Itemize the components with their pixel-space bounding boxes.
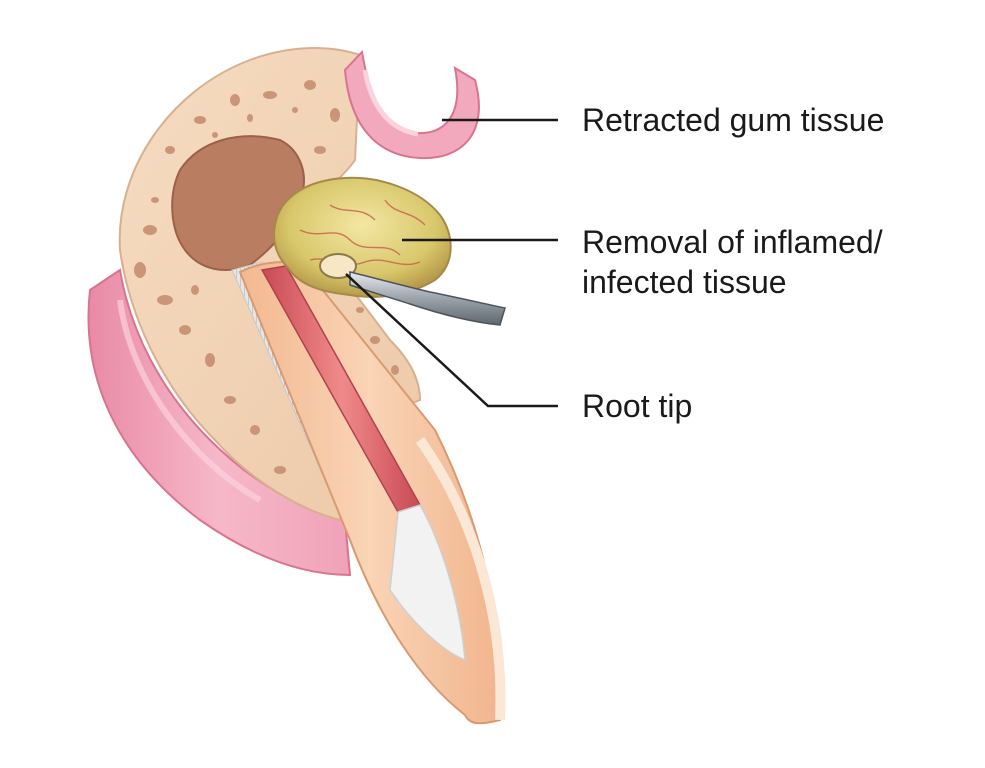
label-removal-inflamed-tissue: Removal of inflamed/ infected tissue [582, 222, 883, 302]
leader-lines [345, 118, 558, 408]
gum-graphic [87, 268, 352, 577]
instrument-graphic [349, 271, 506, 326]
label-removal-inflamed-line1: Removal of inflamed/ [582, 224, 883, 260]
label-root-tip: Root tip [582, 388, 693, 424]
tooth-graphic [238, 261, 506, 725]
gum-flap-graphic [343, 49, 480, 160]
label-retracted-gum-tissue: Retracted gum tissue [582, 102, 885, 138]
lesion-graphic [273, 176, 452, 298]
leader-line-root-tip [345, 273, 558, 408]
label-removal-inflamed-line2: infected tissue [582, 264, 787, 300]
